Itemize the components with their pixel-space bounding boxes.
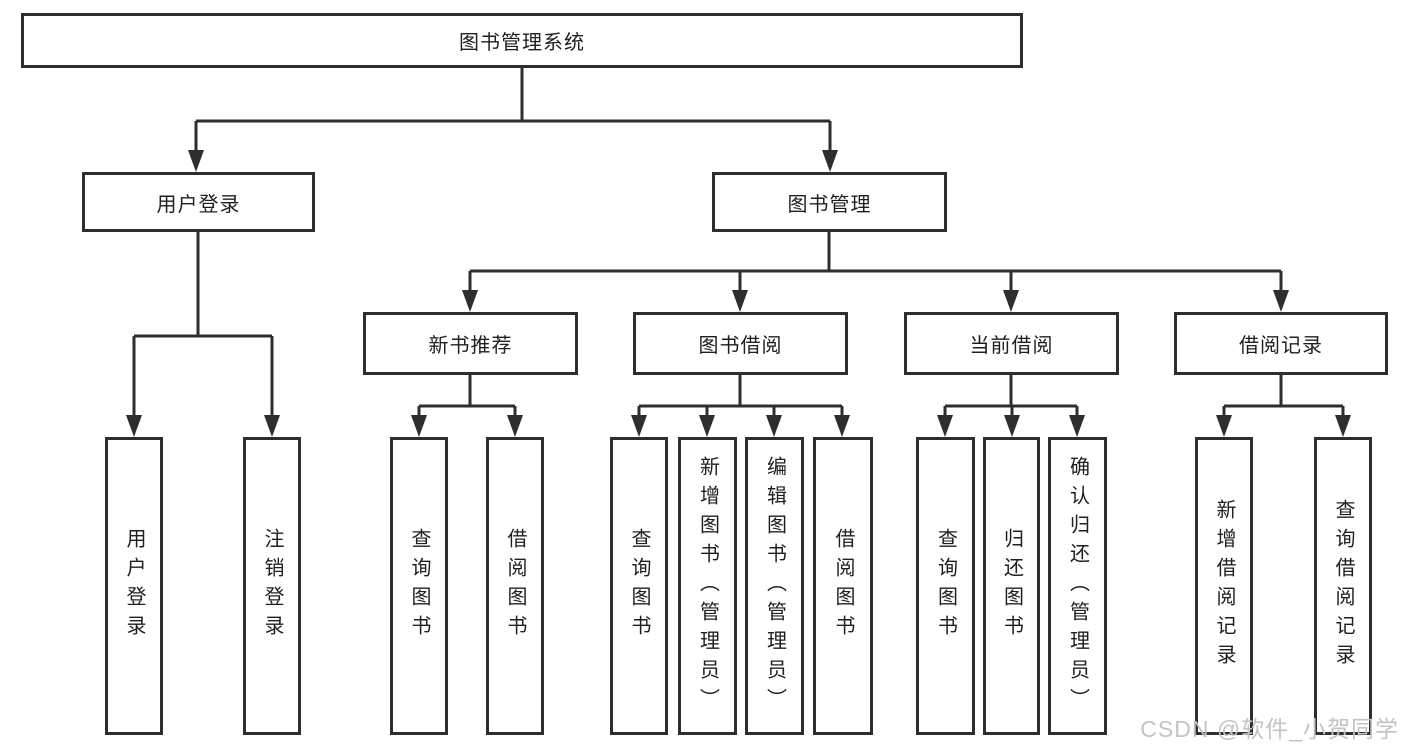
arrowheads-borrowing-records <box>1216 415 1351 437</box>
connector-user-login-to-leaves <box>132 232 274 417</box>
leaf-user-login: 用户登录 <box>105 437 163 735</box>
leaf-confirm-return-admin: 确认归还（管理员） <box>1048 437 1107 735</box>
leaf-label: 查询图书 <box>408 528 430 644</box>
arrowheads-level3 <box>462 290 1289 312</box>
connector-book-borrowing <box>637 375 844 417</box>
arrowheads-level2 <box>188 150 838 172</box>
leaf-logout: 注销登录 <box>243 437 301 735</box>
leaf-borrow-books-recommend: 借阅图书 <box>486 437 544 735</box>
node-library-system: 图书管理系统 <box>21 13 1023 68</box>
node-current-borrowing: 当前借阅 <box>904 312 1119 375</box>
node-book-borrowing: 图书借阅 <box>633 312 848 375</box>
arrowheads-current-borrowing <box>937 415 1085 437</box>
leaf-label: 查询图书 <box>628 528 650 644</box>
connector-current-borrowing <box>943 375 1079 417</box>
leaf-edit-book-admin: 编辑图书（管理员） <box>745 437 804 735</box>
arrowheads-user-login <box>126 415 280 437</box>
leaf-return-books: 归还图书 <box>983 437 1040 735</box>
leaf-add-book-admin: 新增图书（管理员） <box>678 437 737 735</box>
node-new-book-recommendation: 新书推荐 <box>363 312 578 375</box>
leaf-label: 新增图书（管理员） <box>696 455 719 717</box>
connector-borrowing-records <box>1222 375 1345 417</box>
leaf-borrow-books-borrowing: 借阅图书 <box>813 437 873 735</box>
leaf-label: 查询借阅记录 <box>1332 499 1354 673</box>
node-book-management: 图书管理 <box>712 172 947 232</box>
leaf-label: 借阅图书 <box>504 528 526 644</box>
leaf-query-borrow-record: 查询借阅记录 <box>1314 437 1372 735</box>
connector-book-management-to-level3 <box>468 232 1283 292</box>
leaf-label: 新增借阅记录 <box>1213 499 1235 673</box>
leaf-query-books-recommend: 查询图书 <box>390 437 448 735</box>
connector-root-to-level2 <box>194 68 832 152</box>
leaf-label: 注销登录 <box>261 528 283 644</box>
connector-new-book-recommendation <box>417 375 517 417</box>
arrowheads-new-book-recommendation <box>411 415 523 437</box>
leaf-label: 确认归还（管理员） <box>1066 455 1089 717</box>
leaf-label: 归还图书 <box>1000 528 1023 644</box>
arrowheads-book-borrowing <box>631 415 850 437</box>
node-borrowing-records: 借阅记录 <box>1174 312 1388 375</box>
leaf-query-books-borrowing: 查询图书 <box>610 437 668 735</box>
leaf-label: 用户登录 <box>123 528 145 644</box>
leaf-query-books-current: 查询图书 <box>916 437 975 735</box>
leaf-label: 编辑图书（管理员） <box>763 455 786 717</box>
leaf-add-borrow-record: 新增借阅记录 <box>1195 437 1253 735</box>
leaf-label: 查询图书 <box>934 528 957 644</box>
leaf-label: 借阅图书 <box>832 528 854 644</box>
node-user-login: 用户登录 <box>82 172 315 232</box>
